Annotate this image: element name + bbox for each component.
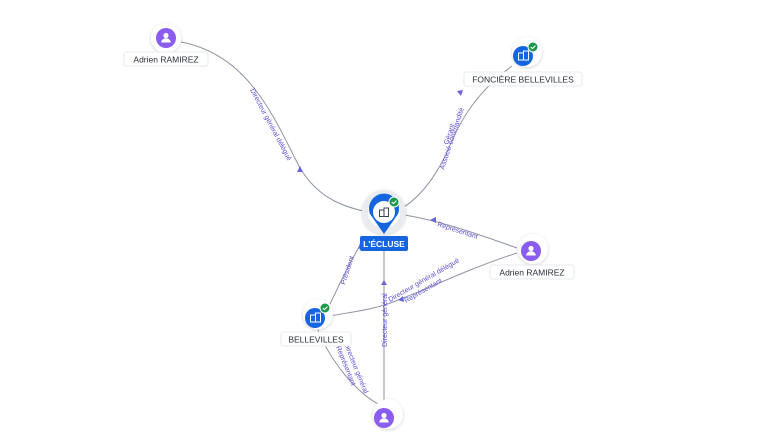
company-node-bellevilles[interactable]: BELLEVILLES — [280, 299, 352, 347]
edge-label: Représentant — [436, 221, 478, 241]
node-label: Adrien RAMIREZ — [499, 268, 564, 278]
edge-label: Directeur général délégué — [248, 88, 292, 163]
arrow — [430, 217, 436, 223]
company-node-center[interactable]: L'ÉCLUSE — [360, 190, 408, 251]
edge-label: Directeur général délégué — [388, 257, 461, 303]
edge-fonciere-to-ecluse — [393, 65, 513, 213]
arrow — [381, 280, 387, 285]
person-node-top-left[interactable]: Adrien RAMIREZ — [123, 23, 209, 67]
person-icon — [379, 412, 389, 423]
building-icon — [310, 312, 321, 323]
arrow — [297, 166, 303, 172]
building-icon — [379, 207, 389, 217]
edge-label: Directeur général — [382, 293, 389, 347]
person-node-bottom[interactable] — [373, 399, 403, 429]
person-icon — [161, 32, 171, 43]
node-label: Adrien RAMIREZ — [133, 55, 198, 65]
check-badge-icon — [527, 41, 539, 53]
edge-label: Président — [340, 255, 356, 285]
edge-adrien-right-to-ecluse — [397, 213, 518, 249]
edge-adrien-top-to-ecluse — [180, 41, 384, 215]
company-node-fonciere-bellevilles[interactable]: FONCIÈRE BELLEVILLES — [463, 37, 583, 87]
check-badge-icon — [388, 196, 400, 208]
node-label: L'ÉCLUSE — [363, 239, 405, 249]
check-badge-icon — [319, 302, 331, 314]
person-node-right[interactable]: Adrien RAMIREZ — [489, 234, 575, 280]
building-icon — [518, 50, 529, 61]
edge-label: Associé commandité — [439, 107, 466, 171]
node-label: FONCIÈRE BELLEVILLES — [472, 75, 574, 85]
arrow — [457, 90, 463, 96]
person-icon — [526, 245, 536, 256]
arrow — [398, 296, 404, 302]
node-label: BELLEVILLES — [288, 335, 344, 345]
